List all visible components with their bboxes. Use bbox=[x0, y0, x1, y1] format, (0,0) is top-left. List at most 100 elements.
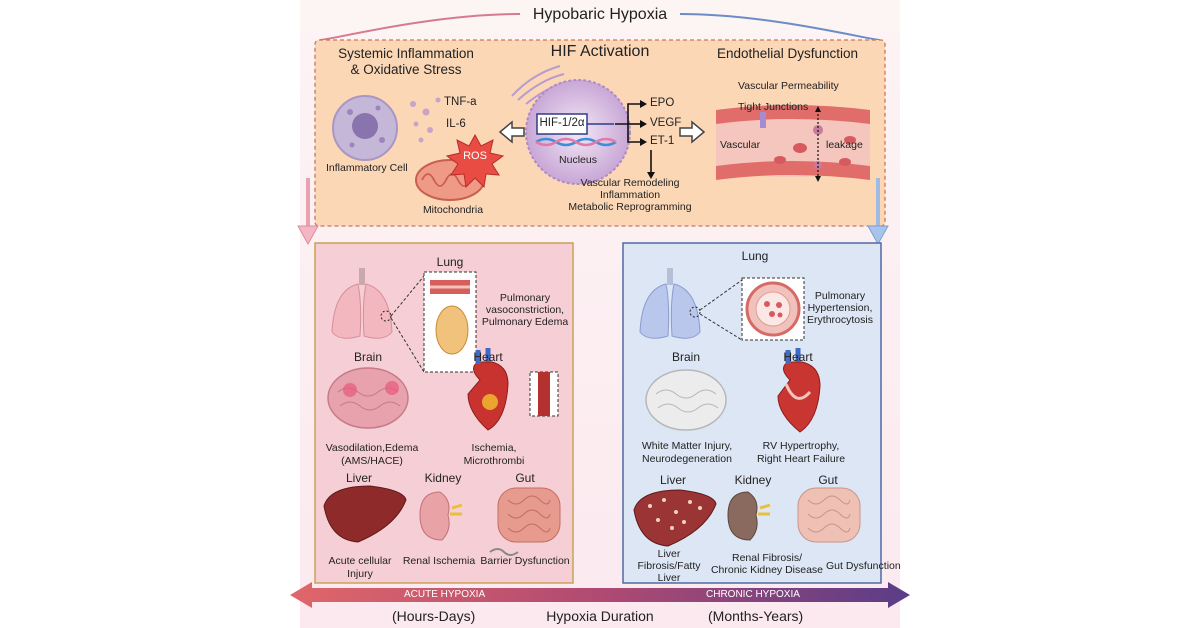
chronic-lung-desc-3: Erythrocytosis bbox=[807, 314, 873, 326]
acute-heart-icon bbox=[467, 348, 509, 431]
blood-vessel-icon bbox=[716, 105, 870, 180]
chronic-lung-desc-2: Hypertension, bbox=[807, 302, 873, 314]
acute-liver-title: Liver bbox=[345, 471, 372, 485]
acute-liver-icon bbox=[323, 485, 407, 543]
acute-brain-icon bbox=[327, 367, 409, 429]
acute-heart-title: Heart bbox=[473, 350, 503, 364]
hif-box-label: HIF-1/2α bbox=[539, 117, 585, 129]
title-arc-right bbox=[679, 13, 881, 41]
acute-kidney-vessels bbox=[450, 503, 463, 516]
hours-days-label: (Hours-Days) bbox=[392, 608, 476, 624]
chronic-heart-title: Heart bbox=[783, 350, 813, 364]
hollow-right-arrow bbox=[679, 120, 706, 144]
chronic-kidney-title: Kidney bbox=[734, 473, 772, 487]
ros-starburst-icon bbox=[445, 133, 505, 189]
acute-lung-desc-2: vasoconstriction, bbox=[485, 304, 565, 316]
leakage-label: leakage bbox=[826, 139, 863, 151]
cytokine-dots bbox=[410, 97, 441, 143]
il6-label: IL-6 bbox=[446, 118, 466, 130]
left-mechanism-title: Systemic Inflammation bbox=[338, 46, 474, 61]
hollow-left-arrow bbox=[498, 120, 525, 144]
chronic-brain-desc-2: Neurodegeneration bbox=[642, 453, 732, 465]
acute-kidney-title: Kidney bbox=[424, 471, 462, 485]
acute-brain-desc-2: (AMS/HACE) bbox=[341, 455, 403, 467]
chronic-heart-icon bbox=[777, 348, 821, 433]
chronic-heart-desc-2: Right Heart Failure bbox=[756, 453, 846, 465]
chronic-liver-desc-1: Liver bbox=[657, 548, 681, 560]
inflammatory-cell-icon bbox=[332, 95, 398, 161]
chronic-liver-icon bbox=[633, 489, 717, 547]
acute-microthrombi-vessel-icon bbox=[538, 372, 550, 416]
title-arc-left bbox=[319, 13, 521, 41]
left-down-arrow bbox=[297, 225, 319, 246]
inflammatory-cell-label: Inflammatory Cell bbox=[326, 162, 408, 174]
epo-label: EPO bbox=[650, 97, 675, 109]
tight-junctions-label: Tight Junctions bbox=[738, 101, 809, 113]
arrow-heads bbox=[640, 100, 655, 179]
acute-lung-desc-1: Pulmonary bbox=[499, 292, 551, 304]
acute-lung-icon bbox=[331, 268, 393, 339]
chronic-gut-icon bbox=[797, 487, 861, 543]
acute-gut-desc: Barrier Dysfunction bbox=[480, 555, 570, 567]
outcome-metabolic-reprogramming: Metabolic Reprogramming bbox=[568, 201, 692, 213]
nucleus-label: Nucleus bbox=[559, 154, 597, 166]
chronic-lung-zoom-lines bbox=[699, 279, 743, 341]
chronic-gut-desc: Gut Dysfunction bbox=[826, 560, 901, 572]
target-gene-arrows bbox=[615, 103, 652, 172]
chronic-kidney-icon bbox=[727, 491, 758, 541]
acute-gut-icon bbox=[489, 487, 561, 556]
acute-brain-desc-1: Vasodilation,Edema bbox=[325, 442, 419, 454]
acute-brain-title: Brain bbox=[353, 350, 382, 364]
leakage-arrow-down bbox=[815, 176, 821, 182]
chronic-vessel-cross-section-icon bbox=[745, 281, 801, 337]
acute-kidney-icon bbox=[419, 491, 450, 541]
chronic-liver-desc-2: Fibrosis/Fatty bbox=[637, 560, 701, 572]
mitochondria-label: Mitochondria bbox=[422, 204, 484, 216]
acute-lung-desc-3: Pulmonary Edema bbox=[481, 316, 569, 328]
acute-lung-title: Lung bbox=[436, 255, 464, 269]
hypoxia-duration-arrow bbox=[290, 582, 910, 608]
et1-label: ET-1 bbox=[650, 135, 675, 147]
hypoxia-duration-label: Hypoxia Duration bbox=[546, 608, 654, 624]
acute-alveoli-icon bbox=[435, 305, 469, 355]
right-mechanism-title: Endothelial Dysfunction bbox=[716, 46, 859, 61]
chronic-kidney-desc-1: Renal Fibrosis/ bbox=[731, 552, 803, 564]
acute-gut-title: Gut bbox=[515, 471, 535, 485]
ros-label: ROS bbox=[463, 150, 487, 162]
tnf-label: TNF-a bbox=[444, 96, 477, 108]
chronic-heart-desc-1: RV Hypertrophy, bbox=[762, 440, 840, 452]
chronic-brain-title: Brain bbox=[671, 350, 700, 364]
hif-activation-title: HIF Activation bbox=[550, 43, 650, 60]
acute-lung-zoom-lines bbox=[390, 275, 425, 373]
chronic-liver-desc-3: Liver bbox=[657, 572, 681, 584]
outcome-vascular-remodeling: Vascular Remodeling bbox=[580, 177, 680, 189]
acute-liver-desc-2: Injury bbox=[347, 568, 373, 580]
chronic-lung-desc-1: Pulmonary bbox=[814, 290, 866, 302]
acute-hypoxia-label: ACUTE HYPOXIA bbox=[404, 589, 486, 600]
leakage-arrow-up bbox=[815, 106, 821, 112]
title: Hypobaric Hypoxia bbox=[532, 6, 668, 23]
acute-kidney-desc: Renal Ischemia bbox=[402, 555, 476, 567]
chronic-brain-icon bbox=[645, 369, 727, 431]
outcome-inflammation: Inflammation bbox=[599, 189, 661, 201]
chronic-lung-icon bbox=[639, 268, 701, 339]
acute-heart-desc-2: Microthrombi bbox=[463, 455, 525, 467]
acute-heart-desc-1: Ischemia, bbox=[471, 442, 517, 454]
acute-liver-desc-1: Acute cellular bbox=[328, 555, 392, 567]
chronic-gut-title: Gut bbox=[818, 473, 838, 487]
chronic-kidney-desc-2: Chronic Kidney Disease bbox=[710, 564, 824, 576]
vegf-label: VEGF bbox=[650, 117, 682, 129]
chronic-liver-title: Liver bbox=[659, 473, 686, 487]
dna-strand-icon-2 bbox=[535, 137, 617, 147]
right-down-arrow bbox=[867, 225, 889, 246]
chronic-kidney-vessels bbox=[758, 503, 771, 516]
chronic-hypoxia-label: CHRONIC HYPOXIA bbox=[706, 589, 800, 600]
vascular-label: Vascular bbox=[720, 139, 761, 151]
left-mechanism-subtitle: & Oxidative Stress bbox=[350, 62, 462, 77]
months-years-label: (Months-Years) bbox=[708, 608, 804, 624]
chronic-lung-zoom-marker bbox=[689, 306, 701, 318]
chronic-lung-title: Lung bbox=[741, 249, 769, 263]
chronic-brain-desc-1: White Matter Injury, bbox=[641, 440, 733, 452]
vascular-permeability-label: Vascular Permeability bbox=[738, 80, 839, 92]
